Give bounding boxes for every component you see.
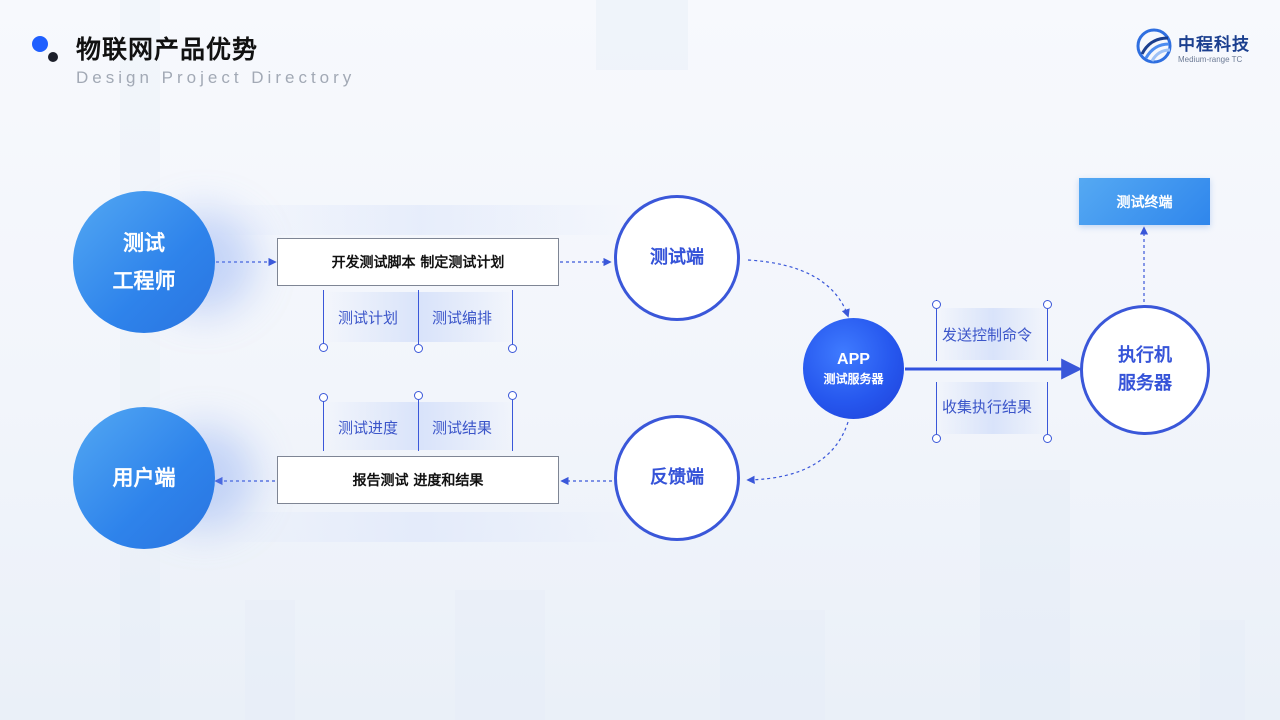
node-app-server-line2: 测试服务器 bbox=[823, 371, 884, 386]
bracket-dot bbox=[414, 391, 423, 400]
node-exec-server: 执行机 服务器 bbox=[1080, 305, 1210, 435]
node-feedback-client: 反馈端 bbox=[614, 415, 740, 541]
page-subtitle: Design Project Directory bbox=[76, 68, 356, 87]
bracket-dot bbox=[1043, 300, 1052, 309]
node-test-engineer-line1: 测试 bbox=[123, 231, 165, 255]
bracket-line bbox=[323, 401, 324, 451]
label-send-control: 发送控制命令 bbox=[942, 326, 1033, 344]
page-title: 物联网产品优势 bbox=[76, 35, 259, 64]
node-user-client: 用户端 bbox=[73, 407, 215, 549]
bracket-line bbox=[512, 400, 513, 451]
bracket-dot bbox=[508, 344, 517, 353]
band-plan-schedule bbox=[326, 292, 516, 342]
node-app-server: APP 测试服务器 bbox=[803, 318, 904, 419]
node-feedback-client-label: 反馈端 bbox=[650, 467, 704, 488]
background-shape bbox=[1200, 620, 1245, 720]
background-shape bbox=[455, 590, 545, 720]
bracket-line bbox=[418, 400, 419, 451]
node-user-client-label: 用户端 bbox=[112, 466, 176, 490]
title-dot-icon bbox=[32, 36, 48, 52]
wing-arc-logo-icon bbox=[1136, 28, 1172, 64]
arrow-app-to-feedback bbox=[746, 421, 849, 485]
band-send-control bbox=[937, 308, 1049, 360]
bracket-line bbox=[936, 382, 937, 434]
bracket-line bbox=[418, 290, 419, 344]
label-test-schedule: 测试编排 bbox=[432, 309, 493, 327]
background-shape bbox=[596, 0, 688, 70]
bracket-line bbox=[512, 290, 513, 344]
bracket-dot bbox=[1043, 434, 1052, 443]
background-shape bbox=[980, 470, 1070, 720]
node-test-engineer: 测试 工程师 bbox=[73, 191, 215, 333]
band-upper-flow bbox=[210, 205, 630, 235]
node-exec-server-line2: 服务器 bbox=[1118, 373, 1172, 394]
node-app-server-line1: APP bbox=[837, 350, 870, 368]
box-develop-scripts: 开发测试脚本 制定测试计划 bbox=[277, 238, 559, 286]
box-report-progress: 报告测试 进度和结果 bbox=[277, 456, 559, 504]
label-test-result: 测试结果 bbox=[432, 419, 493, 437]
label-test-plan: 测试计划 bbox=[338, 309, 399, 327]
node-test-client-label: 测试端 bbox=[650, 247, 704, 268]
node-exec-server-line1: 执行机 bbox=[1118, 345, 1172, 366]
node-test-client: 测试端 bbox=[614, 195, 740, 321]
title-dot-secondary-icon bbox=[48, 52, 58, 62]
band-progress-result bbox=[326, 402, 516, 450]
arrow-test-client-to-app bbox=[747, 259, 850, 318]
logo-name: 中程科技 bbox=[1178, 35, 1250, 55]
bracket-dot bbox=[319, 343, 328, 352]
node-test-engineer-line2: 工程师 bbox=[112, 269, 176, 293]
bracket-dot bbox=[508, 391, 517, 400]
bracket-line bbox=[1047, 309, 1048, 361]
background-shape bbox=[720, 610, 825, 720]
band-lower-flow bbox=[210, 512, 630, 542]
band-collect-result bbox=[937, 382, 1049, 434]
bracket-line bbox=[936, 309, 937, 361]
background-shape bbox=[245, 600, 295, 720]
background-shape bbox=[120, 0, 160, 720]
label-test-progress: 测试进度 bbox=[338, 419, 399, 437]
logo-tagline: Medium-range TC bbox=[1178, 55, 1243, 64]
label-collect-result: 收集执行结果 bbox=[942, 398, 1033, 416]
bracket-dot bbox=[414, 344, 423, 353]
bracket-line bbox=[1047, 382, 1048, 434]
bracket-dot bbox=[932, 434, 941, 443]
node-test-terminal: 测试终端 bbox=[1079, 178, 1210, 225]
bracket-line bbox=[323, 290, 324, 344]
bracket-dot bbox=[932, 300, 941, 309]
